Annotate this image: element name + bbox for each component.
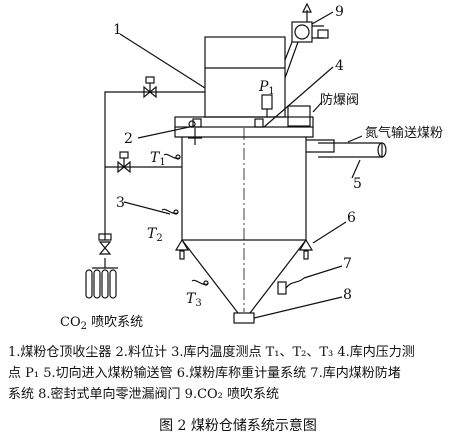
label-7: 7: [343, 256, 352, 272]
fan-housing: [291, 21, 313, 43]
level-meter: [188, 128, 202, 145]
silo-system-diagram: 1 2 3 4 5 6 7 8 9 P1 T1 T2 T3 防爆阀 氮气输送煤粉…: [60, 2, 443, 330]
explosion-valve: [287, 105, 311, 127]
bottom-valve: [233, 312, 255, 324]
label-t3: T3: [186, 291, 202, 309]
legend-line: 点 P₁ 5.切向进入煤粉输送管 6.煤粉库称重计量系统 7.库内煤粉防堵: [8, 366, 401, 381]
figure-title: 图 2 煤粉仓储系统示意图: [159, 418, 317, 434]
label-t2: T2: [147, 226, 163, 244]
label-1: 1: [113, 22, 122, 38]
label-9: 9: [335, 4, 344, 20]
co2-cylinder: [85, 269, 93, 299]
label-6: 6: [347, 210, 356, 226]
valve-bottom: [98, 241, 112, 255]
valve-mid: [117, 160, 131, 174]
label-t1: T1: [150, 150, 166, 168]
label-p1: P1: [258, 79, 275, 97]
weigh-support-right: [298, 238, 314, 251]
anti-blocking-device: [277, 281, 287, 295]
label-4: 4: [335, 58, 344, 74]
label-8: 8: [343, 287, 352, 303]
label-3: 3: [116, 195, 125, 211]
label-2: 2: [124, 131, 133, 147]
silo-body: [174, 127, 314, 240]
weigh-support-left: [174, 238, 190, 251]
valve-top: [143, 85, 157, 99]
figure-legend: 1.煤粉仓顶收尘器 2.料位计 3.库内温度测点 T₁、T₂、T₃ 4.库内压力…: [8, 342, 470, 405]
label-co2-system: CO2 喷吹系统: [60, 315, 143, 330]
silo-roof-plate: [174, 116, 314, 128]
label-5: 5: [353, 176, 362, 192]
tangential-feed-pipe: [306, 139, 335, 153]
legend-line: 系统 8.密封式单向零泄漏阀门 9.CO₂ 喷吹系统: [8, 387, 280, 402]
legend-line: 1.煤粉仓顶收尘器 2.料位计 3.库内温度测点 T₁、T₂、T₃ 4.库内压力…: [8, 345, 415, 360]
co2-cylinder: [101, 269, 109, 299]
dust-collector: [204, 36, 286, 118]
label-explosion-valve: 防爆阀: [320, 92, 359, 108]
pressure-gauge: [261, 94, 273, 110]
co2-pipeline: [104, 91, 205, 240]
label-nitrogen-conveying: 氮气输送煤粉: [365, 125, 443, 141]
co2-cylinder: [93, 269, 101, 299]
silo-cone: [181, 239, 307, 314]
co2-cylinder: [109, 269, 117, 299]
